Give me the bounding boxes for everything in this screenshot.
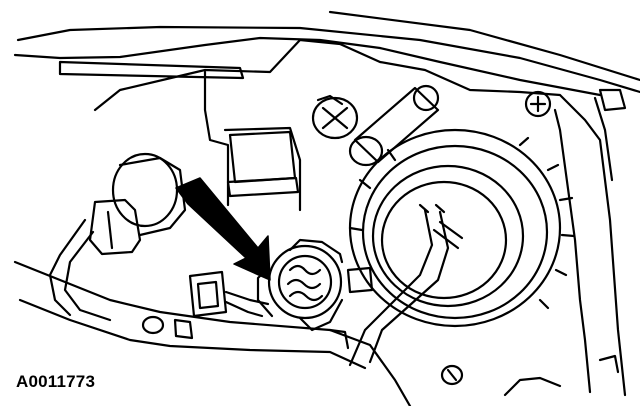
side-marker-bulb: [48, 152, 187, 335]
headlamp-bulb-ring: [348, 128, 576, 328]
pigtail-connector: [188, 270, 270, 318]
lower-mount: [173, 318, 350, 350]
adjuster-screw: [311, 94, 359, 140]
bulb-wiring: [346, 203, 464, 367]
figure-id-label: A0011773: [16, 372, 96, 391]
lower-bracket: [440, 354, 620, 397]
phillips-screw: [524, 90, 552, 118]
body-panel-lines: [13, 10, 640, 97]
adjuster-post: [348, 84, 440, 167]
bulb-socket-connector: [256, 238, 344, 332]
mounting-bracket: [226, 130, 300, 198]
arrow-pointer-icon: [175, 177, 271, 281]
housing-outline: [13, 38, 627, 406]
